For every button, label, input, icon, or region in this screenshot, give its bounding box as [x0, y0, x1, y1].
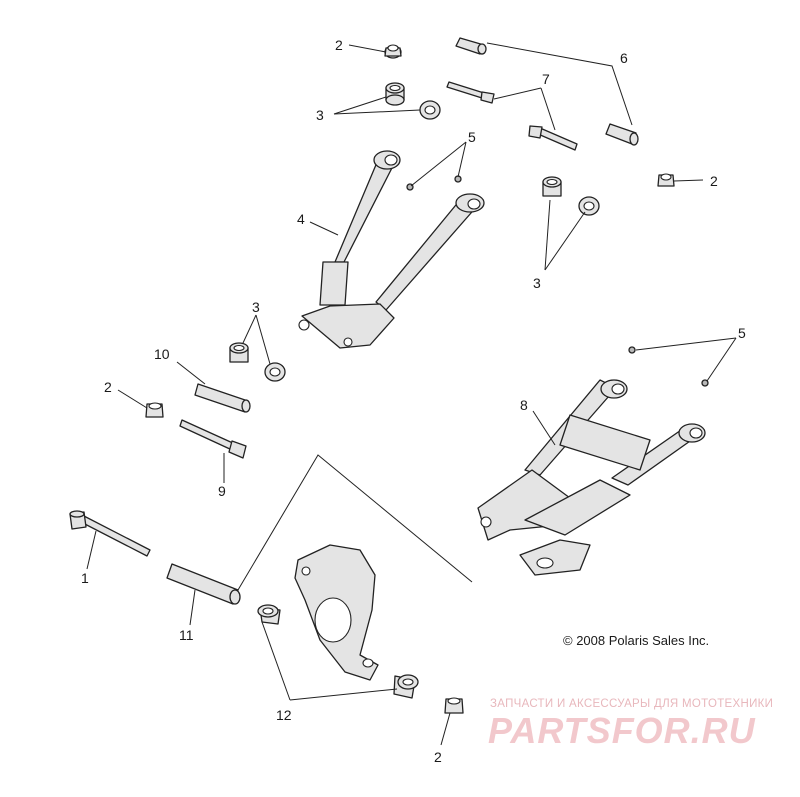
bolt-9 — [179, 419, 247, 459]
bushing-3-top-a — [385, 82, 405, 106]
bushing-3-mid-a — [229, 342, 249, 363]
bolt-7-top — [446, 81, 495, 104]
knuckle — [294, 544, 379, 681]
assembly-line — [237, 454, 473, 591]
bushing-12-a — [257, 604, 281, 625]
copyright-text: © 2008 Polaris Sales Inc. — [563, 633, 710, 648]
leader-lines — [86, 42, 737, 746]
callout-12: 12 — [276, 707, 292, 723]
bushing-3-right-a — [542, 176, 562, 197]
watermark-logo: PARTSFOR.RU — [488, 710, 756, 751]
callout-1: 1 — [81, 570, 89, 586]
nut-2-top — [384, 44, 402, 59]
callout-6: 6 — [620, 50, 628, 66]
tube-6-right — [605, 123, 639, 146]
sleeve-10 — [194, 383, 251, 413]
callout-8: 8 — [520, 397, 528, 413]
grease-fitting-5-b — [628, 346, 709, 387]
nut-2-bottom — [444, 697, 464, 714]
bolt-7-mid — [528, 125, 578, 151]
callout-3-mid: 3 — [252, 299, 260, 315]
bushing-3-mid-b — [264, 362, 286, 382]
nut-2-right — [657, 173, 675, 187]
nut-2-left — [145, 402, 164, 418]
callout-2-left: 2 — [104, 379, 112, 395]
bushing-3-right-b — [578, 196, 600, 216]
callout-5-right: 5 — [738, 325, 746, 341]
callout-2-top: 2 — [335, 37, 343, 53]
callout-10: 10 — [154, 346, 170, 362]
callout-3-right: 3 — [533, 275, 541, 291]
bushing-12-b — [393, 674, 419, 699]
callout-2-right: 2 — [710, 173, 718, 189]
callout-3-top: 3 — [316, 107, 324, 123]
sleeve-11 — [166, 563, 241, 605]
callout-5-top: 5 — [468, 129, 476, 145]
lower-a-arm-8 — [477, 379, 706, 576]
callout-11: 11 — [179, 627, 194, 643]
watermark-tagline: ЗАПЧАСТИ И АКСЕССУАРЫ ДЛЯ МОТОТЕХНИКИ — [490, 698, 774, 710]
bolt-1 — [69, 510, 151, 557]
callout-7: 7 — [542, 71, 550, 87]
upper-a-arm-4 — [298, 150, 485, 349]
callout-2-bottom: 2 — [434, 749, 442, 765]
callout-4: 4 — [297, 211, 305, 227]
tube-6-top — [455, 37, 487, 55]
callout-9: 9 — [218, 483, 226, 499]
bushing-3-top-b — [419, 100, 441, 120]
